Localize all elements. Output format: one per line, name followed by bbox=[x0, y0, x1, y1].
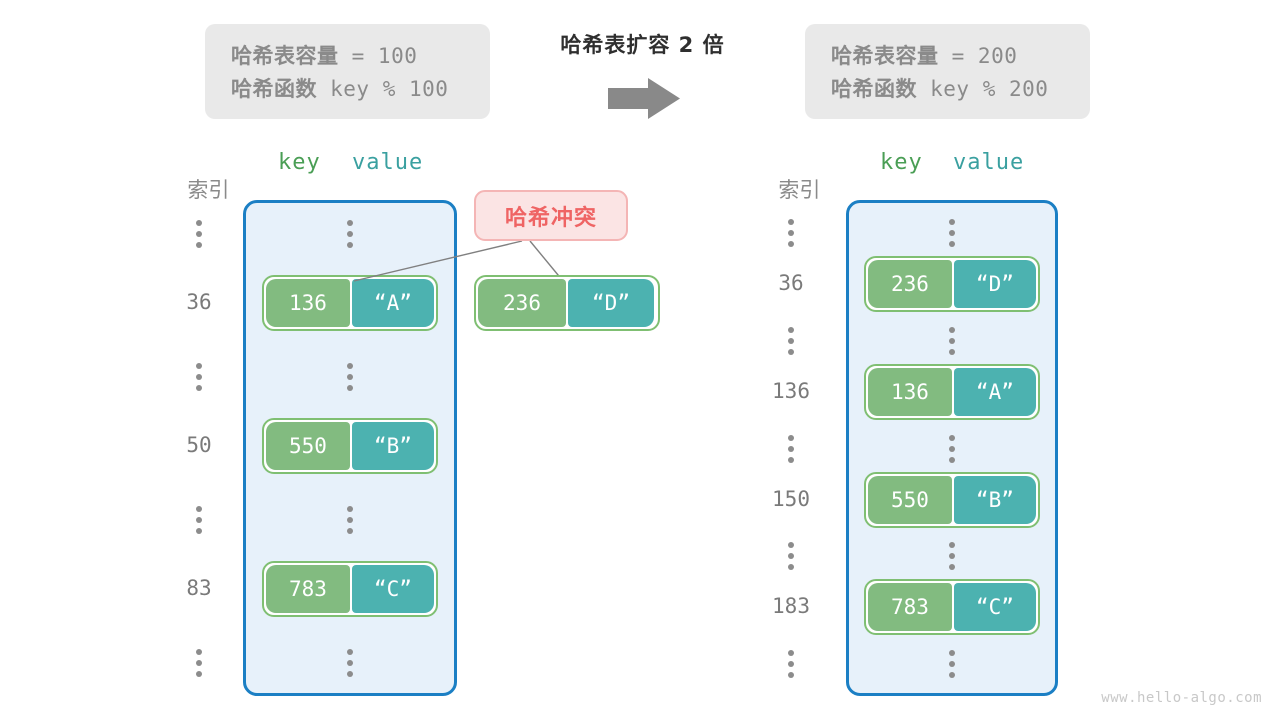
table-row[interactable]: 550“B” bbox=[864, 471, 1040, 528]
entry-key: 236 bbox=[868, 259, 952, 308]
capacity-value-after: = 200 bbox=[938, 44, 1018, 68]
function-value-before: key % 100 bbox=[317, 77, 449, 101]
table-row[interactable]: 550“B” bbox=[262, 417, 438, 474]
index-ellipsis-icon bbox=[787, 542, 795, 571]
index-header-right: 索引 bbox=[778, 178, 821, 202]
entry-value: “D” bbox=[953, 259, 1036, 308]
entry-value: “A” bbox=[953, 367, 1036, 416]
index-label: 36 bbox=[778, 270, 804, 295]
bucket-ellipsis-icon bbox=[948, 219, 956, 247]
index-ellipsis-icon bbox=[787, 650, 795, 679]
bucket-ellipsis-icon bbox=[948, 434, 956, 463]
index-ellipsis-icon bbox=[787, 219, 795, 247]
value-header-right: value bbox=[953, 150, 1025, 175]
floating-entry-value: “D” bbox=[568, 279, 654, 327]
bucket-ellipsis-icon bbox=[948, 542, 956, 571]
bucket-ellipsis-icon bbox=[948, 326, 956, 355]
key-header-left: key bbox=[278, 150, 321, 175]
index-label: 136 bbox=[772, 378, 810, 403]
page-title: 哈希表扩容 2 倍 bbox=[560, 33, 725, 57]
key-header-right: key bbox=[880, 150, 923, 175]
index-ellipsis-icon bbox=[195, 649, 203, 677]
function-line-after: 哈希函数 key % 200 bbox=[831, 73, 1064, 106]
value-header-left: value bbox=[352, 150, 424, 175]
entry-key: 550 bbox=[868, 475, 952, 524]
index-ellipsis-icon bbox=[195, 220, 203, 248]
index-label: 83 bbox=[186, 575, 212, 600]
table-row[interactable]: 136“A” bbox=[864, 363, 1040, 420]
entry-key: 783 bbox=[868, 583, 952, 632]
capacity-label-after: 哈希表容量 bbox=[831, 44, 939, 68]
function-label-before: 哈希函数 bbox=[231, 77, 317, 101]
index-ellipsis-icon bbox=[787, 434, 795, 463]
bucket-ellipsis-icon bbox=[346, 506, 354, 534]
entry-value: “A” bbox=[351, 278, 434, 327]
floating-entry-key: 236 bbox=[478, 279, 566, 327]
index-label: 36 bbox=[186, 289, 212, 314]
collision-badge: 哈希冲突 bbox=[474, 190, 628, 241]
index-ellipsis-icon bbox=[195, 506, 203, 534]
index-ellipsis-icon bbox=[195, 363, 203, 391]
bucket-ellipsis-icon bbox=[346, 220, 354, 248]
bucket-ellipsis-icon bbox=[948, 650, 956, 679]
hash-table-info-after: 哈希表容量 = 200 哈希函数 key % 200 bbox=[805, 24, 1090, 119]
capacity-value-before: = 100 bbox=[338, 44, 418, 68]
capacity-line-after: 哈希表容量 = 200 bbox=[831, 40, 1064, 73]
table-row[interactable]: 783“C” bbox=[262, 560, 438, 617]
index-label: 183 bbox=[772, 594, 810, 619]
collision-badge-label: 哈希冲突 bbox=[504, 205, 597, 231]
floating-entry-236[interactable]: 236 “D” bbox=[474, 275, 660, 331]
index-ellipsis-icon bbox=[787, 326, 795, 355]
entry-value: “B” bbox=[953, 475, 1036, 524]
function-value-after: key % 200 bbox=[917, 77, 1049, 101]
table-row[interactable]: 236“D” bbox=[864, 255, 1040, 312]
capacity-label-before: 哈希表容量 bbox=[231, 44, 339, 68]
hash-table-info-before: 哈希表容量 = 100 哈希函数 key % 100 bbox=[205, 24, 490, 119]
entry-key: 136 bbox=[266, 278, 350, 327]
function-line-before: 哈希函数 key % 100 bbox=[231, 73, 464, 106]
table-row[interactable]: 136“A” bbox=[262, 274, 438, 331]
watermark: www.hello-algo.com bbox=[1101, 690, 1262, 706]
table-row[interactable]: 783“C” bbox=[864, 579, 1040, 636]
entry-value: “C” bbox=[953, 583, 1036, 632]
index-header-left: 索引 bbox=[187, 178, 230, 202]
bucket-ellipsis-icon bbox=[346, 363, 354, 391]
entry-key: 783 bbox=[266, 564, 350, 613]
index-label: 50 bbox=[186, 432, 212, 457]
capacity-line-before: 哈希表容量 = 100 bbox=[231, 40, 464, 73]
bucket-ellipsis-icon bbox=[346, 649, 354, 677]
entry-key: 136 bbox=[868, 367, 952, 416]
right-arrow-icon bbox=[600, 76, 685, 121]
function-label-after: 哈希函数 bbox=[831, 77, 917, 101]
entry-key: 550 bbox=[266, 421, 350, 470]
index-label: 150 bbox=[772, 486, 810, 511]
entry-value: “C” bbox=[351, 564, 434, 613]
entry-value: “B” bbox=[351, 421, 434, 470]
